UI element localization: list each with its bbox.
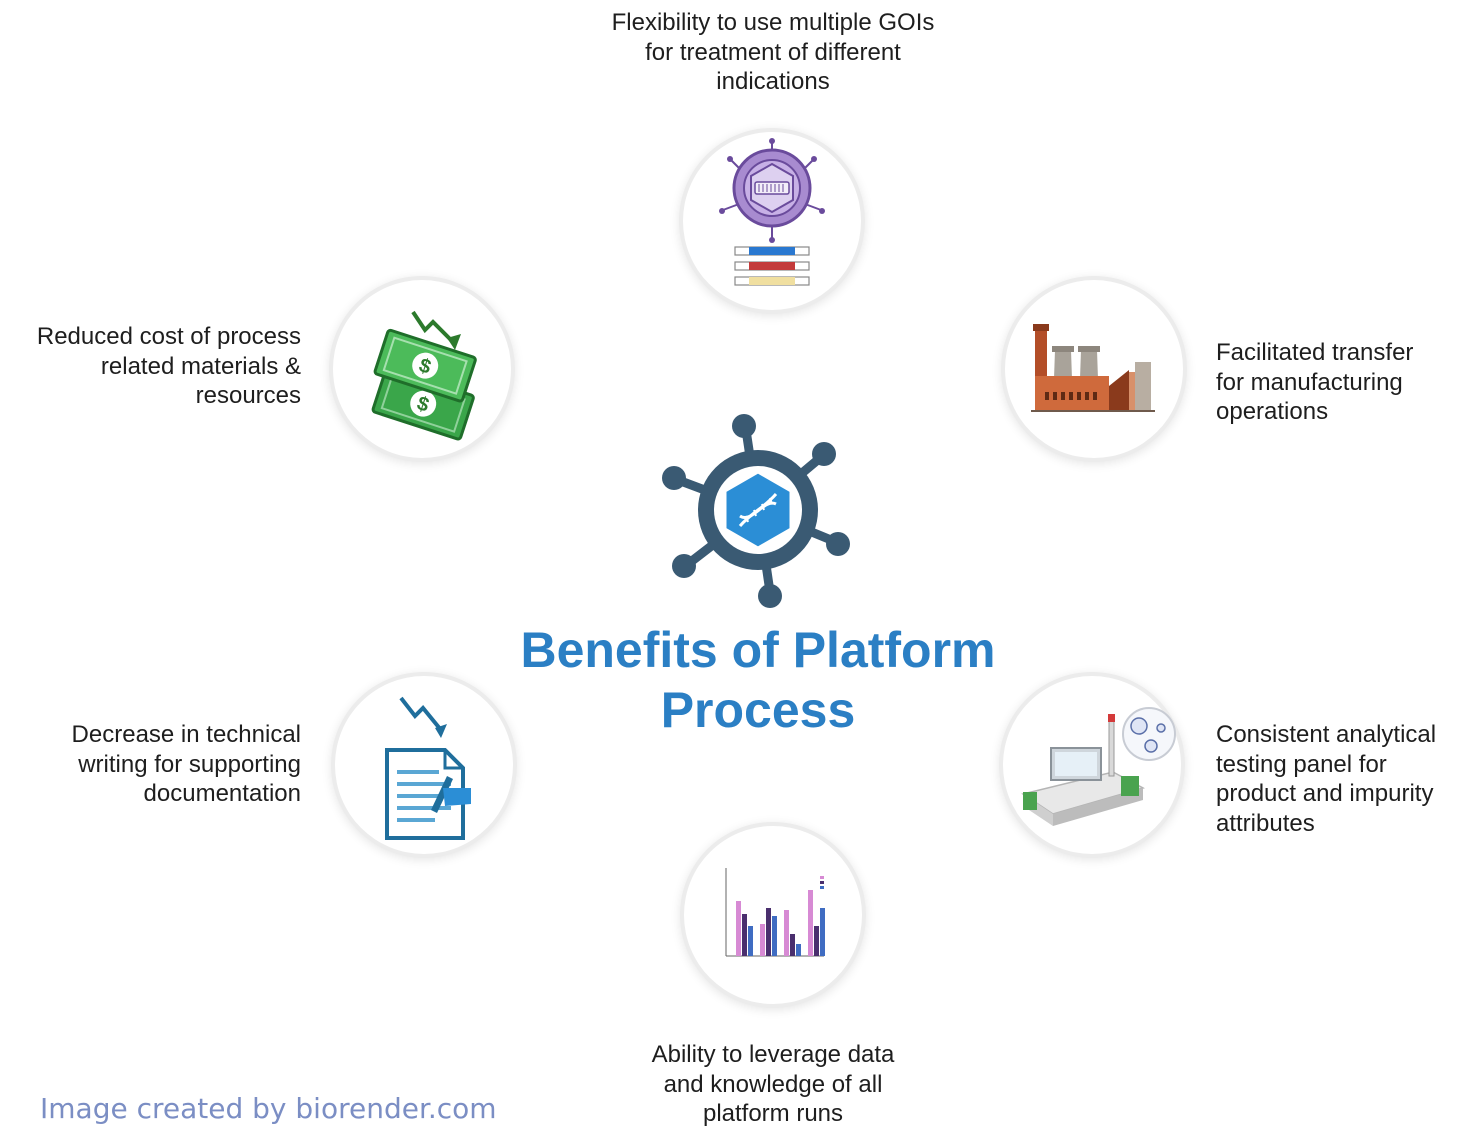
benefit-label-upper-left: Reduced cost of process related material… bbox=[36, 323, 301, 409]
title-line-2: Process bbox=[660, 682, 856, 738]
virus-gene-constructs-icon bbox=[719, 138, 825, 286]
benefit-circle-upper-right bbox=[1005, 280, 1183, 458]
benefit-circle-upper-left: $ $ bbox=[333, 280, 511, 458]
image-credit: Image created by biorender.com bbox=[40, 1092, 497, 1125]
benefit-label-lower-right: Consistent analytical testing panel for … bbox=[1216, 721, 1437, 837]
benefit-label-top: Flexibility to use multiple GOIs for tre… bbox=[611, 9, 935, 95]
bar-chart-icon bbox=[725, 868, 825, 957]
benefit-circle-bottom bbox=[684, 826, 862, 1004]
viral-vector-icon bbox=[662, 414, 850, 608]
benefit-label-bottom: Ability to leverage data and knowledge o… bbox=[651, 1041, 895, 1127]
factory-icon bbox=[1031, 324, 1155, 412]
benefit-circle-top bbox=[683, 132, 861, 310]
benefit-label-upper-right: Facilitated transfer for manufacturing o… bbox=[1216, 339, 1414, 425]
title-line-1: Benefits of Platform bbox=[520, 622, 996, 678]
benefit-label-lower-left: Decrease in technical writing for suppor… bbox=[71, 721, 301, 807]
benefit-circle-lower-right bbox=[1003, 676, 1181, 854]
money-decrease-icon: $ $ bbox=[371, 310, 477, 441]
analytical-instrument-icon bbox=[1021, 707, 1176, 826]
diagram-title: Benefits of Platform Process bbox=[470, 620, 1046, 740]
document-writing-decrease-icon bbox=[385, 696, 471, 840]
benefit-circle-lower-left bbox=[335, 676, 513, 854]
